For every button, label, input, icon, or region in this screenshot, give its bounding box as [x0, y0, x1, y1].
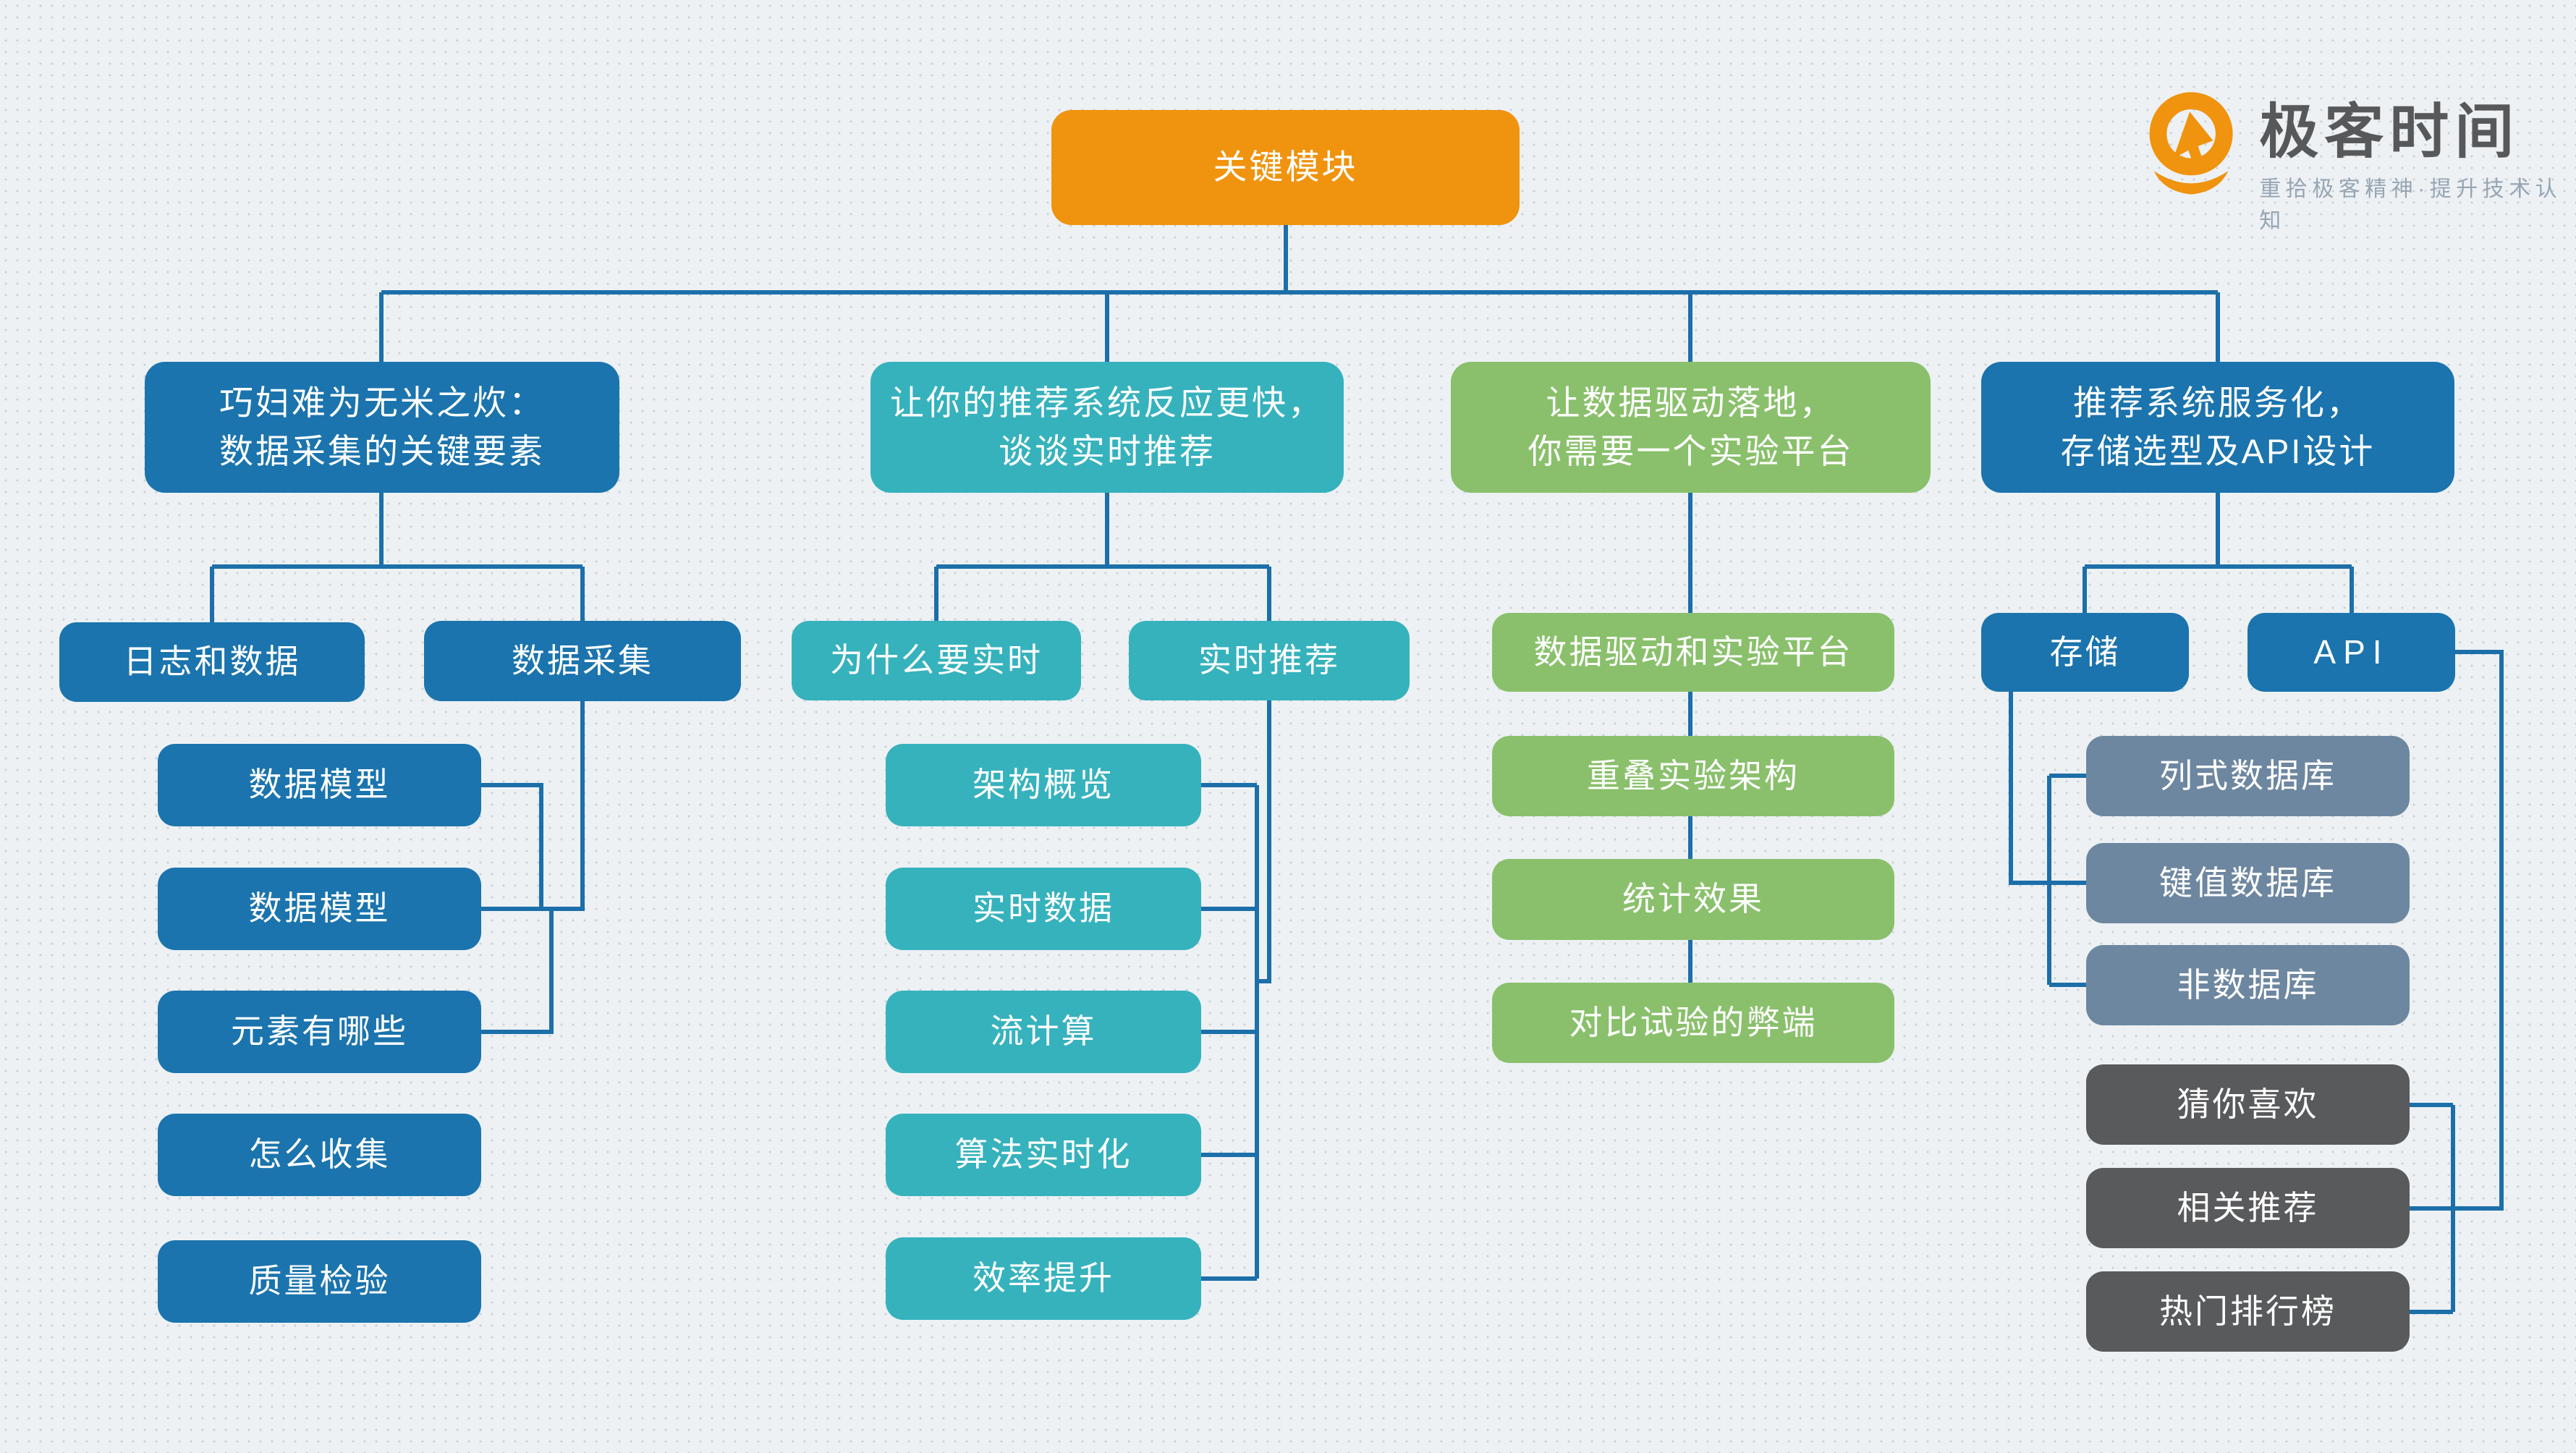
logo-tagline: 重拾极客精神·提升技术认知 [2259, 177, 2562, 234]
node-root: 关键模块 [1051, 110, 1520, 225]
geektime-logo-icon [2149, 92, 2233, 195]
node-related-recommendation: 相关推荐 [2086, 1168, 2410, 1248]
geektime-logo: 极客时间 重拾极客精神·提升技术认知 [2136, 88, 2576, 234]
node-logs-and-data: 日志和数据 [59, 622, 365, 702]
node-quality-check: 质量检验 [158, 1240, 481, 1323]
node-branch-experiment-header: 让数据驱动落地， 你需要一个实验平台 [1451, 362, 1931, 493]
node-realtime-data: 实时数据 [886, 868, 1201, 950]
node-data-driven-platform: 数据驱动和实验平台 [1492, 613, 1894, 692]
node-overlapping-experiment: 重叠实验架构 [1492, 736, 1894, 816]
node-branch-service-header: 推荐系统服务化， 存储选型及API设计 [1981, 362, 2454, 493]
node-algorithm-realtime: 算法实时化 [886, 1114, 1201, 1196]
node-architecture-overview: 架构概览 [886, 744, 1201, 826]
node-how-to-collect: 怎么收集 [158, 1114, 481, 1196]
node-which-elements: 元素有哪些 [158, 991, 481, 1073]
node-data-collection: 数据采集 [424, 621, 741, 701]
node-storage: 存储 [1981, 613, 2189, 692]
node-branch-realtime-header: 让你的推荐系统反应更快， 谈谈实时推荐 [870, 362, 1344, 493]
node-efficiency-improvement: 效率提升 [886, 1237, 1201, 1320]
node-ab-test-drawbacks: 对比试验的弊端 [1492, 983, 1894, 1063]
node-api: API [2247, 613, 2455, 692]
node-statistical-effect: 统计效果 [1492, 859, 1894, 940]
node-stream-computing: 流计算 [886, 991, 1201, 1073]
node-why-realtime: 为什么要实时 [792, 621, 1081, 700]
node-hot-ranking: 热门排行榜 [2086, 1271, 2410, 1352]
node-realtime-recommendation: 实时推荐 [1129, 621, 1410, 700]
node-data-model-2: 数据模型 [158, 868, 481, 950]
node-branch-data-collection-header: 巧妇难为无米之炊： 数据采集的关键要素 [145, 362, 619, 493]
node-key-value-database: 键值数据库 [2086, 843, 2410, 923]
node-columnar-database: 列式数据库 [2086, 736, 2410, 816]
logo-title: 极客时间 [2259, 99, 2520, 165]
node-guess-you-like: 猜你喜欢 [2086, 1064, 2410, 1145]
node-non-database: 非数据库 [2086, 945, 2410, 1025]
node-data-model-1: 数据模型 [158, 744, 481, 826]
